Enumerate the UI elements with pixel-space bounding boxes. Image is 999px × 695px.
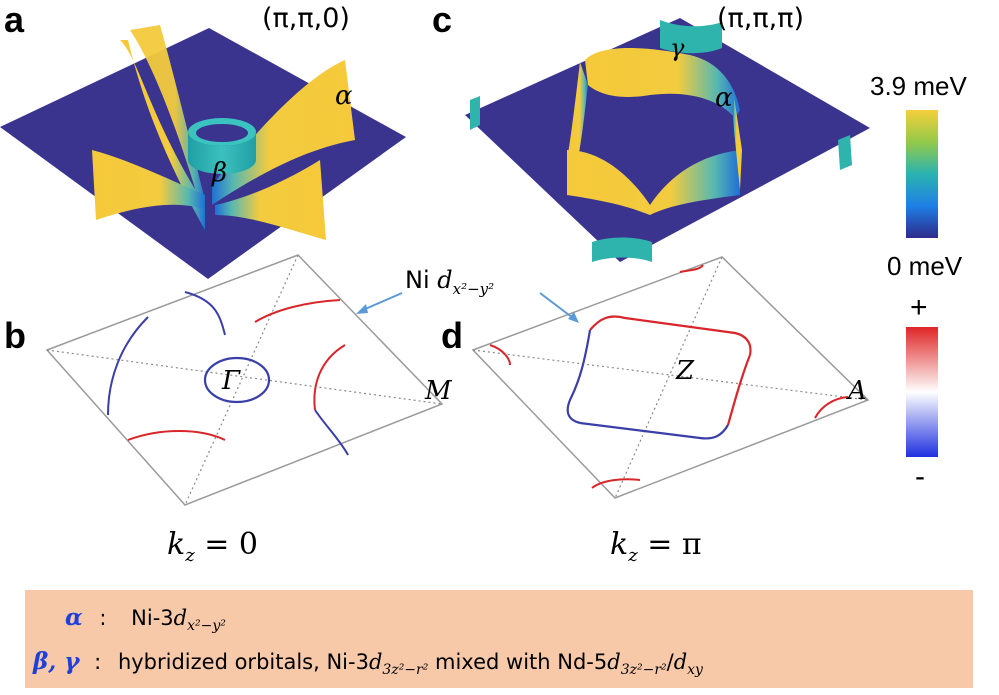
panel-a-alpha-wall-top2 xyxy=(130,25,205,205)
panel-c-label: c xyxy=(432,0,453,40)
panel-b-diag-2 xyxy=(184,254,299,506)
ni-orbital-annotation: Ni dx²−y² xyxy=(405,266,495,298)
panel-d-z-label: Z xyxy=(676,356,695,386)
panel-b-fs-left xyxy=(107,316,149,416)
legend-beta-gamma-key: β, γ xyxy=(33,648,80,675)
panel-d-a-label: A xyxy=(848,376,867,406)
gap-colorbar-max-label: 3.9 meV xyxy=(870,71,967,101)
panel-d-z-pocket-top xyxy=(589,315,752,356)
panel-c-gamma-bottom xyxy=(592,237,652,262)
panel-a-beta-label: β xyxy=(212,158,228,188)
panel-a-alpha-wall-bottom xyxy=(215,160,326,240)
panel-a-label: a xyxy=(4,0,25,40)
panel-b-kz-label: kz = 0 xyxy=(167,527,258,566)
panel-d-diag-2 xyxy=(614,256,723,499)
gap-colorbar xyxy=(906,110,938,238)
panel-b-gamma-label: Γ xyxy=(222,366,241,396)
panel-b-fs-upper xyxy=(184,291,226,336)
orbital-arrows xyxy=(356,292,579,323)
panel-d-z-pocket-bottom xyxy=(579,421,729,440)
panel-a-alpha-wall-top xyxy=(120,40,205,230)
panel-b-bz xyxy=(45,254,444,506)
panel-b-m-label: M xyxy=(425,376,452,406)
panel-d-z-pocket-right xyxy=(726,354,752,426)
panel-c-gamma-label: γ xyxy=(670,34,685,62)
panel-d-fermi xyxy=(471,256,870,499)
panel-c-gamma-right xyxy=(838,135,852,170)
panel-d-diag-1 xyxy=(472,349,869,401)
panel-d-a-arc-bottom xyxy=(591,478,641,489)
legend-row-alpha: α : Ni-3dx²−y² xyxy=(65,604,226,635)
panel-d-a-arc-right xyxy=(814,396,849,419)
panel-c-gamma-top xyxy=(660,20,722,54)
panel-c-alpha-wall-front xyxy=(567,150,740,215)
panel-a-alpha-wall-left xyxy=(92,150,205,220)
panel-d-z-pocket-left xyxy=(566,329,592,425)
figure-graphics xyxy=(0,18,938,506)
panel-c-floor xyxy=(465,18,870,262)
panel-b-fs-upper-red xyxy=(254,299,341,323)
panel-c-alpha-wall-back xyxy=(585,48,740,118)
legend-row-beta-gamma: β, γ : hybridized orbitals, Ni-3d3z²−r² … xyxy=(33,648,703,679)
sign-colorbar-minus-label: - xyxy=(915,460,925,493)
panel-a-surface xyxy=(0,25,406,279)
panel-b-gamma-pocket xyxy=(203,356,271,404)
panel-b-fermi xyxy=(45,254,444,506)
panel-b-fs-right2 xyxy=(314,409,349,456)
panel-b-fs-lower xyxy=(127,430,226,441)
orbital-legend: α : Ni-3dx²−y² β, γ : hybridized orbital… xyxy=(25,590,973,688)
panel-a-corner-label: (π,π,0) xyxy=(262,3,350,34)
sign-colorbar xyxy=(906,327,938,457)
panel-b-diag-1 xyxy=(46,349,443,405)
panel-c-surface xyxy=(465,18,870,262)
panel-d-kz-label: kz = π xyxy=(610,527,702,566)
panel-c-alpha-wall-right xyxy=(733,90,742,190)
panel-c-alpha-label: α xyxy=(715,83,733,113)
panel-a-alpha-label: α xyxy=(335,81,353,111)
panel-c-alpha-wall-left xyxy=(567,62,588,175)
panel-b-fs-right xyxy=(313,344,346,411)
panel-b-label: b xyxy=(4,315,26,356)
panel-c-gamma-left xyxy=(470,96,480,130)
panel-a-beta-wall xyxy=(188,132,256,174)
legend-alpha-key: α xyxy=(65,604,83,631)
gap-colorbar-min-label: 0 meV xyxy=(887,251,963,281)
panel-d-a-arc-left xyxy=(489,344,511,366)
panel-d-label: d xyxy=(441,315,463,356)
panel-c-corner-label: (π,π,π) xyxy=(717,3,804,34)
sign-colorbar-plus-label: + xyxy=(910,291,928,324)
panel-d-bz xyxy=(471,256,870,499)
panel-a-beta-hole xyxy=(196,124,248,142)
panel-d-a-arc-top xyxy=(679,264,704,273)
